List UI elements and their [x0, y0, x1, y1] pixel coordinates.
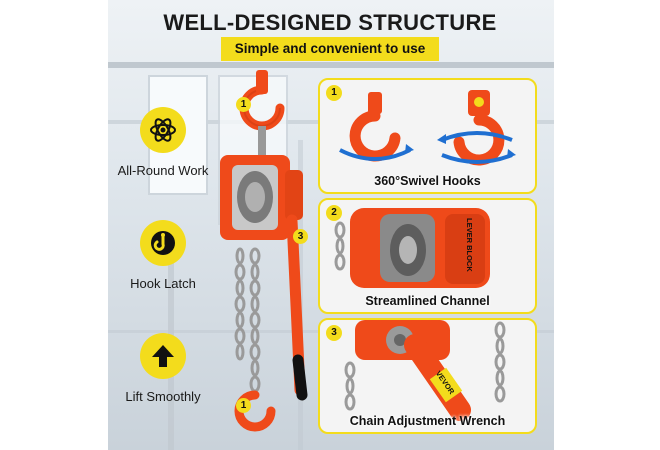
swivel-hooks-image — [339, 90, 516, 166]
callout-swivel-hook: 1 — [236, 97, 251, 112]
streamlined-channel-image — [334, 208, 490, 288]
subtitle-banner: Simple and convenient to use — [221, 37, 439, 61]
feature-all-round-work: All-Round Work — [108, 107, 218, 178]
lever-block-label: LEVER BLOCK — [465, 218, 474, 272]
page-title: WELL-DESIGNED STRUCTURE — [163, 10, 497, 35]
panel-number: 1 — [326, 85, 342, 101]
panel-number: 3 — [326, 325, 342, 341]
lever-hoist-illustration — [220, 70, 308, 432]
feature-lift-smoothly: Lift Smoothly — [108, 333, 218, 404]
feature-label: Lift Smoothly — [125, 389, 201, 404]
hook-icon — [140, 220, 186, 266]
panel-streamlined-channel: 2 LEVER BLOCK Streamlined Channel — [318, 198, 537, 314]
callout-bottom-hook: 1 — [236, 398, 251, 413]
feature-label: All-Round Work — [117, 163, 209, 178]
atom-icon — [140, 107, 186, 153]
panel-number: 2 — [326, 205, 342, 221]
panel-caption: 360°Swivel Hooks — [374, 174, 481, 188]
feature-label: Hook Latch — [130, 276, 196, 291]
panel-caption: Chain Adjustment Wrench — [349, 414, 506, 428]
panel-caption: Streamlined Channel — [365, 294, 490, 308]
chain-wrench-image — [344, 320, 506, 421]
callout-wrench: 3 — [293, 229, 308, 244]
panel-swivel-hooks: 1 360°Swivel Hooks — [318, 78, 537, 194]
panel-chain-adjustment-wrench: 3 VEVOR Chain Adjustment Wrench — [318, 318, 537, 434]
feature-hook-latch: Hook Latch — [108, 220, 218, 291]
arrow-up-icon — [140, 333, 186, 379]
